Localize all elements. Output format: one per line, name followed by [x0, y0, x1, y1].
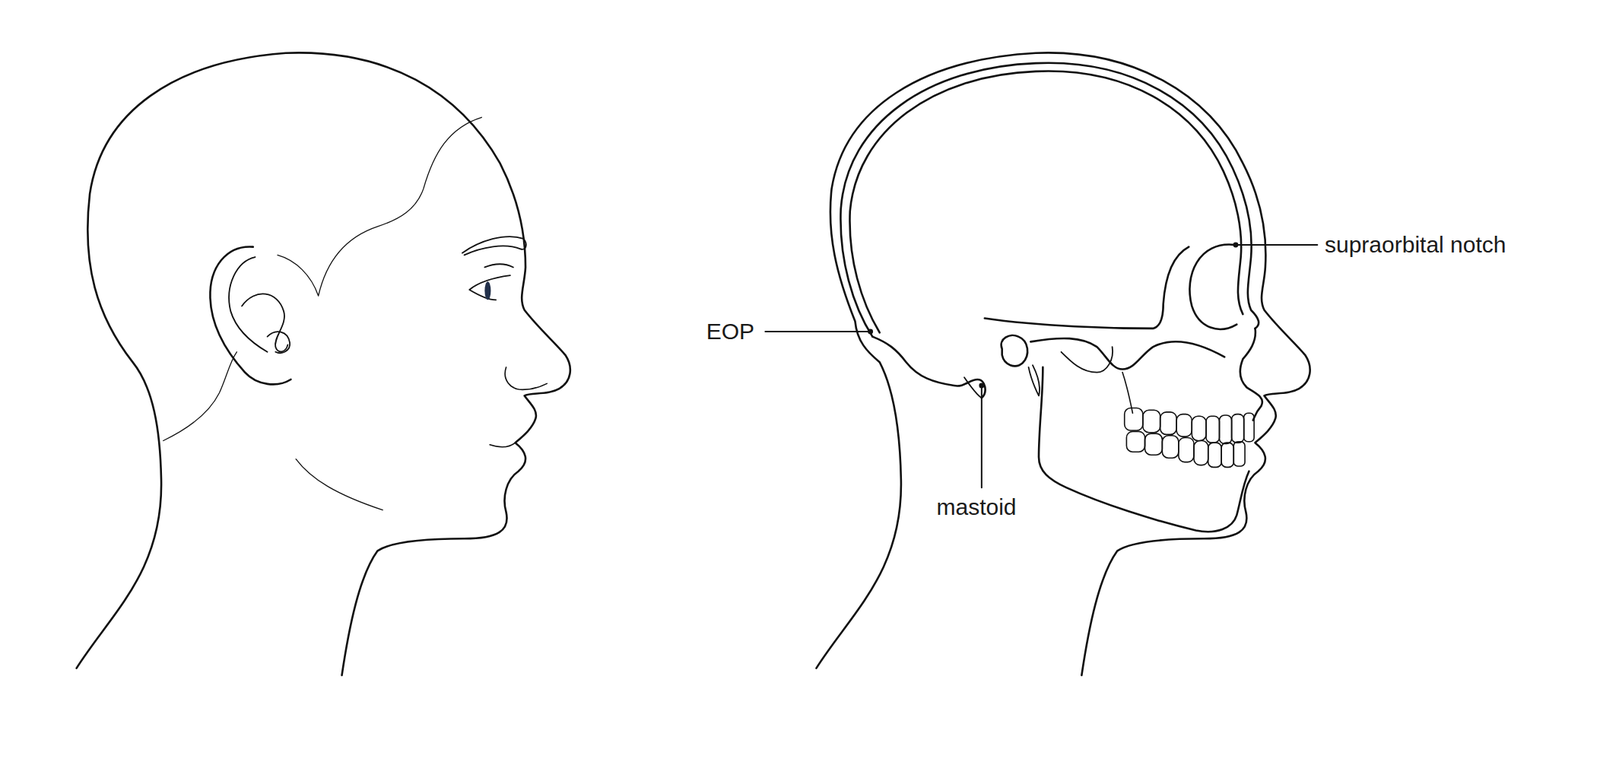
tooth — [1161, 435, 1178, 459]
tooth — [1244, 412, 1254, 442]
teeth — [1124, 408, 1254, 468]
skull-base — [872, 336, 985, 398]
eye — [469, 263, 514, 300]
leader-line — [1238, 244, 1318, 246]
tooth — [1208, 442, 1222, 467]
tooth — [1219, 415, 1232, 445]
tooth — [1176, 414, 1192, 438]
landmark-label: mastoid — [934, 494, 1018, 521]
landmark-label: EOP — [704, 318, 756, 346]
tooth — [1160, 412, 1177, 435]
tooth — [1178, 437, 1194, 462]
maxilla — [1240, 328, 1263, 421]
ear-inner — [228, 257, 288, 353]
head-outline — [76, 52, 571, 676]
tooth — [1231, 414, 1245, 444]
tooth — [1142, 409, 1161, 433]
tooth — [1126, 431, 1145, 452]
leader-line — [765, 330, 869, 333]
jaw-line — [295, 459, 383, 511]
mandible — [1038, 367, 1249, 532]
tooth — [1145, 433, 1163, 455]
tooth — [1191, 415, 1207, 441]
ear-lobe — [267, 331, 291, 353]
mandible-ramus — [1122, 372, 1133, 414]
skull-outer — [840, 63, 1259, 337]
cheekbone — [1030, 338, 1225, 370]
zygomatic-arch — [984, 247, 1189, 329]
nostril — [504, 367, 547, 391]
tooth — [1233, 441, 1245, 467]
soft-tissue-outline — [815, 52, 1310, 676]
skull-inner — [849, 71, 1243, 334]
orbit — [1189, 244, 1237, 329]
tooth — [1221, 442, 1234, 467]
eyebrow — [462, 236, 527, 255]
tooth — [1124, 408, 1143, 432]
lip-line — [489, 442, 516, 448]
tooth — [1193, 440, 1209, 465]
mastoid-process — [964, 377, 982, 398]
iris — [484, 281, 491, 300]
landmark-label: supraorbital notch — [1323, 231, 1508, 259]
neck-line — [163, 352, 238, 442]
coronoid — [1061, 346, 1114, 373]
leader-line — [980, 387, 983, 488]
ear-outline — [209, 246, 291, 385]
tooth — [1206, 415, 1220, 443]
styloid-process — [1028, 365, 1040, 396]
hairline — [277, 117, 482, 296]
condyle — [1001, 335, 1029, 366]
